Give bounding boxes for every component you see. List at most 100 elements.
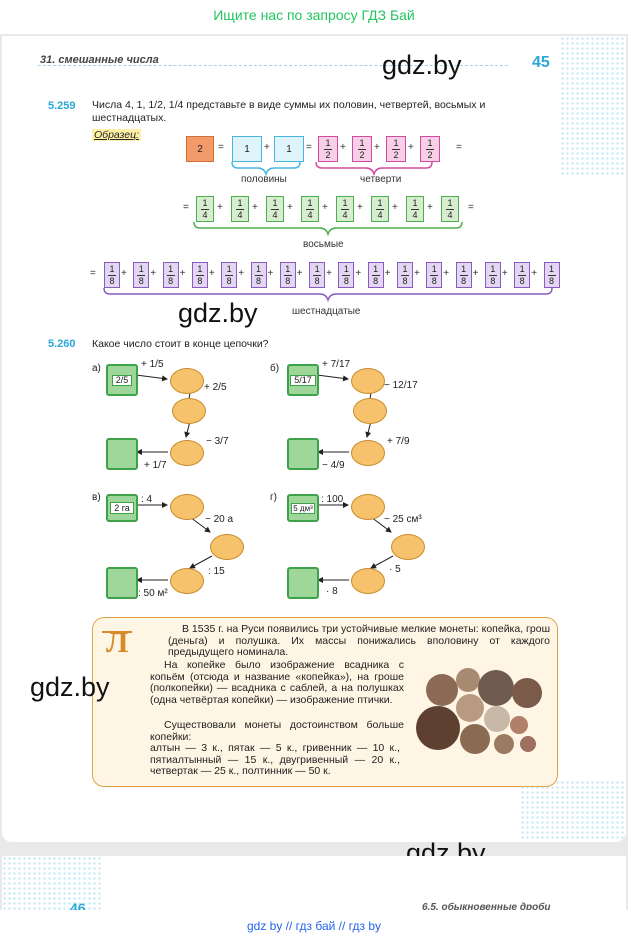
info-paragraph-3: Существовали монеты достоинством больше …	[150, 719, 404, 743]
info-paragraph-4: алтын — 3 к., пятак — 5 к., гривенник — …	[150, 742, 400, 777]
chain-g-op2: − 25 см³	[384, 514, 422, 525]
chain-g-oval-3	[351, 568, 385, 594]
next-page-section: 6.5. обыкновенные дроби	[422, 902, 551, 913]
header-divider	[38, 65, 508, 66]
denominator: 8	[285, 275, 291, 286]
exercise-number: 5.260	[48, 338, 76, 350]
numerator: 1	[325, 137, 331, 148]
denominator: 4	[202, 209, 208, 220]
chain-b-oval-1	[351, 368, 385, 394]
denominator: 4	[237, 209, 243, 220]
plus-sign: +	[217, 202, 223, 213]
chain-b-op3: + 7/9	[387, 436, 410, 447]
brace-quarters	[315, 161, 433, 177]
chain-v-letter: в)	[92, 492, 101, 503]
chain-a-start-value: 2/5	[115, 374, 129, 385]
denominator: 8	[343, 275, 349, 286]
top-banner	[0, 0, 628, 34]
chain-a-letter: а)	[92, 363, 101, 374]
chain-v-start: 2 га	[106, 494, 138, 522]
plus-sign: +	[531, 268, 538, 279]
denominator: 4	[342, 209, 348, 220]
denominator: 2	[325, 149, 331, 160]
denominator: 8	[314, 275, 320, 286]
chain-a-oval-1	[170, 368, 204, 394]
chain-g-oval-1	[351, 494, 385, 520]
chain-v-op3: : 15	[208, 566, 225, 577]
exercise-text: Числа 4, 1, 1/2, 1/4 представьте в виде …	[92, 99, 486, 124]
plus-sign: +	[414, 268, 420, 279]
page-number: 45	[532, 54, 550, 71]
chain-a-op3: − 3/7	[206, 436, 229, 447]
chain-b-letter: б)	[270, 363, 280, 374]
denominator: 8	[431, 275, 437, 286]
chain-v-op2: − 20 а	[205, 514, 234, 525]
chain-g-oval-2	[391, 534, 425, 560]
plus-sign: +	[287, 202, 293, 213]
denominator: 8	[519, 275, 525, 286]
chain-a-op4: + 1/7	[144, 460, 167, 471]
chain-b-oval-3	[351, 440, 385, 466]
numerator: 1	[431, 263, 437, 274]
label-sixteenths: шестнадцатые	[292, 306, 361, 317]
plus-sign: +	[238, 268, 245, 279]
label-quarters: четверти	[360, 174, 402, 185]
plus-sign: +	[267, 268, 274, 279]
plus-sign: +	[121, 268, 127, 279]
section-title: 31. смешанные числа	[40, 54, 159, 66]
plus-sign: +	[179, 268, 186, 279]
denominator: 8	[461, 275, 467, 286]
denominator: 8	[168, 275, 174, 286]
plus-sign: +	[472, 268, 479, 279]
chain-a-oval-2	[172, 398, 206, 424]
info-paragraph-2: На копейке было изображение всадника с к…	[150, 659, 404, 706]
chain-a-op1: + 1/5	[141, 359, 164, 370]
coins-image	[412, 660, 550, 760]
watermark: gdz.by	[382, 50, 462, 80]
denominator: 8	[255, 275, 261, 286]
chain-a-oval-3	[170, 440, 204, 466]
chain-g-start-value: 5 дм³	[291, 502, 315, 514]
plus-sign: +	[322, 202, 328, 213]
numerator: 1	[402, 263, 408, 274]
dot-pattern	[2, 856, 102, 912]
half-box: 1	[232, 136, 262, 162]
chain-g-op3: · 5	[389, 564, 401, 575]
numerator: 1	[285, 263, 291, 274]
denominator: 8	[373, 275, 379, 286]
numerator: 1	[307, 197, 313, 208]
plus-sign: +	[427, 202, 433, 213]
label-eighths: восьмые	[303, 239, 344, 250]
brace-eighths	[193, 221, 463, 237]
chain-g-op4: · 8	[326, 586, 338, 597]
chain-b-start-value: 5/17	[294, 374, 312, 385]
watermark: gdz.by	[178, 298, 258, 328]
denominator: 2	[359, 149, 365, 160]
label-halves: половины	[241, 174, 287, 185]
plus-sign: +	[326, 268, 332, 279]
denominator: 8	[226, 275, 232, 286]
dot-pattern	[560, 36, 626, 176]
denominator: 8	[138, 275, 144, 286]
chain-b-oval-2	[353, 398, 387, 424]
numerator: 1	[314, 263, 320, 274]
plus-sign: +	[374, 142, 380, 153]
plus-sign: +	[443, 268, 450, 279]
chain-b-op2: − 12/17	[384, 380, 418, 391]
denominator: 8	[197, 275, 203, 286]
chain-b-op4: − 4/9	[322, 460, 345, 471]
denominator: 4	[307, 209, 313, 220]
numerator: 1	[272, 197, 278, 208]
equals-sign: =	[306, 142, 312, 153]
next-page	[2, 856, 626, 912]
chain-v-op4: : 50 м²	[138, 588, 168, 599]
